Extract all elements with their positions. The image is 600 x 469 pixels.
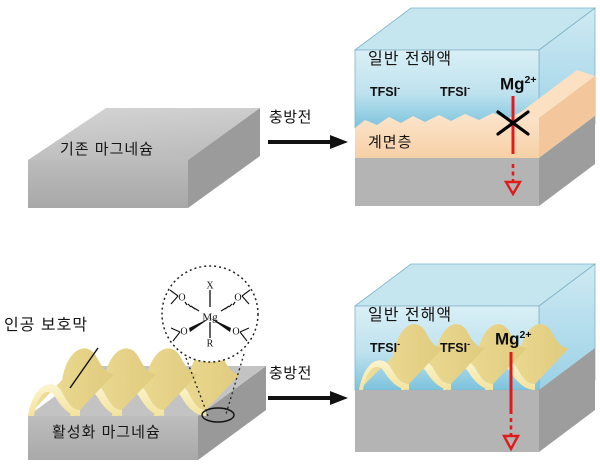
arrow-right-icon: [268, 391, 348, 405]
row1-anion-label-2: TFSI-: [440, 84, 470, 99]
metal-side-face: [539, 116, 595, 206]
interface-layer-front: [355, 112, 539, 158]
arrow-right-icon: [268, 135, 348, 149]
leader-line: [69, 347, 99, 389]
slab-top-face: [28, 108, 260, 160]
mg-arrow-head: [501, 434, 521, 452]
conventional-mg-slab: [28, 104, 260, 210]
conventional-cell-box: [353, 6, 597, 214]
protective-layer-label: 인공 보호막: [4, 317, 89, 334]
anion-charge: -: [397, 83, 401, 93]
cation-charge: 2+: [519, 329, 532, 341]
row1-arrow-label: 충방전: [269, 109, 312, 126]
bond-wedge-right: [210, 318, 231, 332]
metal-front-face: [355, 158, 539, 206]
row2-open-transport: [497, 352, 537, 456]
row2-cation-label: Mg2+: [495, 330, 532, 348]
molecule-oxygen-label-4: O: [232, 326, 239, 337]
row1-anion-label-1: TFSI-: [370, 84, 400, 99]
callout-origin-marker: [201, 407, 235, 423]
metal-front-face: [355, 390, 539, 452]
interface-layer-side: [539, 76, 595, 158]
row2-arrow-label: 충방전: [269, 365, 312, 382]
row1-electrolyte-label: 일반 전해액: [368, 51, 453, 68]
interface-layer-top: [521, 70, 595, 118]
slab-3d-shape: [28, 108, 260, 208]
anion-charge: -: [397, 339, 401, 349]
molecule-oxygen-label-1: O: [178, 292, 185, 303]
cell-3d-shape: [353, 7, 597, 206]
anion-text: TFSI: [440, 85, 468, 100]
molecule-axial-top-label: X: [206, 280, 214, 291]
molecule-center-label: Mg: [202, 312, 218, 324]
row1-transition-arrow: [268, 134, 348, 150]
metal-side-face: [539, 348, 595, 452]
protective-layer-waves: [28, 348, 240, 416]
row1-interface-label: 계면층: [368, 134, 413, 151]
molecule-oxygen-label-3: O: [180, 326, 187, 337]
bond-hashed-right: [220, 301, 236, 312]
mg-complex: Mg X R O O O O: [169, 280, 251, 349]
conventional-slab-label: 기존 마그네슘: [60, 141, 154, 158]
blocked-transport-group: [496, 96, 530, 197]
base-front-face: [28, 416, 198, 460]
oxygen-substituent-stubs: [169, 289, 251, 342]
cation-text: Mg: [500, 74, 525, 94]
cell-3d-shape: [353, 263, 597, 452]
activated-cell-box: [353, 262, 597, 468]
anion-charge: -: [467, 83, 471, 93]
row2-electrolyte-label: 일반 전해액: [368, 307, 453, 324]
callout-connector-right: [225, 353, 245, 415]
row1-blocked-transport: [495, 96, 545, 197]
row2-transition-arrow: [268, 390, 348, 406]
anion-charge: -: [467, 339, 471, 349]
molecule-callout: Mg X R O O O O: [140, 262, 270, 423]
block-x-icon: [496, 110, 530, 136]
anion-text: TFSI: [440, 341, 468, 356]
molecule-oxygen-label-2: O: [234, 292, 241, 303]
slab-side-face: [188, 108, 260, 208]
molecule-bubble: [161, 265, 259, 363]
slab-front-face: [28, 160, 188, 208]
row1-cation-label: Mg2+: [500, 75, 537, 93]
molecule-axial-bottom-label: R: [207, 338, 214, 349]
protective-layer-waves: [359, 324, 569, 390]
row2-anion-label-2: TFSI-: [440, 340, 470, 355]
cation-text: Mg: [495, 329, 520, 349]
callout-connector-left: [185, 357, 209, 417]
activated-slab-label: 활성화 마그네슘: [52, 424, 161, 441]
bond-hashed-left: [184, 301, 200, 312]
cation-charge: 2+: [524, 74, 537, 86]
row2-anion-label-1: TFSI-: [370, 340, 400, 355]
mg-arrow-head: [503, 180, 523, 197]
protective-layer-leader-line: [60, 347, 104, 390]
activated-mg-slab: [28, 348, 266, 466]
wavy-slab-3d-shape: [28, 348, 266, 460]
bond-wedge-left: [189, 318, 210, 332]
molecule-callout-graphic: Mg X R O O O O: [161, 265, 259, 423]
base-side-face: [198, 366, 266, 460]
anion-text: TFSI: [370, 85, 398, 100]
open-transport-group: [501, 352, 521, 452]
anion-text: TFSI: [370, 341, 398, 356]
